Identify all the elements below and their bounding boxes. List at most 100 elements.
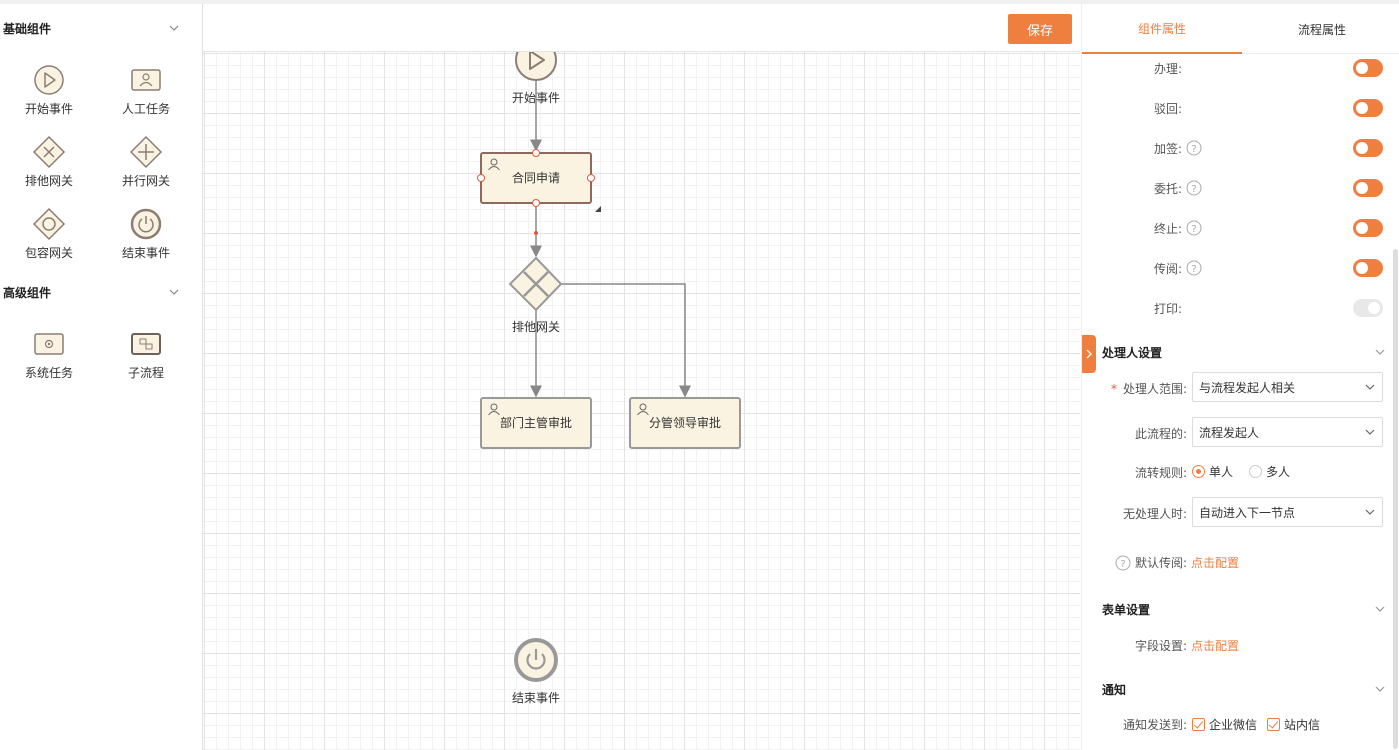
toggle-label: 终止: (1153, 221, 1182, 236)
palette-end-event[interactable]: 结束事件 (106, 206, 186, 261)
palette-label: 包容网关 (24, 246, 73, 260)
palette-label: 开始事件 (24, 102, 73, 116)
terminate-toggle[interactable] (1353, 219, 1383, 237)
circulate-toggle[interactable] (1353, 259, 1383, 277)
chevron-down-icon (169, 289, 179, 295)
checkbox-wecom[interactable]: 企业微信 (1192, 716, 1257, 733)
flow-waypoint (534, 231, 538, 235)
field-settings-config-link[interactable]: 点击配置 (1191, 639, 1240, 653)
form-settings-header[interactable]: 表单设置 (1102, 598, 1387, 620)
chevron-down-icon (1375, 686, 1385, 692)
of-flow-select[interactable]: 流程发起人 (1192, 417, 1383, 447)
start-event-icon (34, 65, 64, 95)
flow-rule-radios: 单人 多人 (1192, 463, 1290, 480)
system-task-icon (34, 333, 64, 355)
toggle-label-wrap: 终止: ? (1154, 220, 1202, 237)
property-tabs: 组件属性 流程属性 (1082, 4, 1399, 54)
toggle-label-wrap: 传阅: ? (1154, 260, 1202, 277)
palette-label: 并行网关 (121, 174, 170, 188)
no-handler-select[interactable]: 自动进入下一节点 (1192, 497, 1383, 527)
palette-start-event[interactable]: 开始事件 (9, 62, 89, 117)
toggle-label: 传阅: (1153, 261, 1182, 276)
palette-label: 人工任务 (121, 102, 170, 116)
group-title: 通知 (1102, 682, 1127, 697)
tab-component-properties[interactable]: 组件属性 (1082, 4, 1242, 54)
inclusive-gateway-icon (32, 207, 66, 241)
toggle-row-terminate: 终止: ? (1082, 216, 1383, 240)
user-icon (488, 403, 500, 416)
chevron-right-icon (1086, 349, 1092, 359)
user-task-icon (131, 69, 161, 91)
connect-handle-right[interactable] (587, 174, 595, 182)
of-flow-label: 此流程的: (1134, 427, 1187, 441)
connect-handle-top[interactable] (532, 149, 540, 157)
palette-inclusive-gateway[interactable]: 包容网关 (9, 206, 89, 261)
scope-label: *处理人范围: (1111, 380, 1187, 397)
palette-exclusive-gateway[interactable]: 排他网关 (9, 134, 89, 189)
end-event-label: 结束事件 (511, 691, 560, 705)
handler-settings-header[interactable]: 处理人设置 (1102, 341, 1387, 363)
svg-text:?: ? (1191, 264, 1196, 275)
svg-text:?: ? (1120, 559, 1125, 570)
reject-toggle[interactable] (1353, 99, 1383, 117)
print-toggle[interactable] (1353, 299, 1383, 317)
help-icon[interactable]: ? (1186, 180, 1202, 196)
bpmn-canvas[interactable]: 保存 开始事件 合同申请 排他网关 部门主管审批 分管领导审批 结束事件 (202, 4, 1080, 750)
radio-multi[interactable]: 多人 (1249, 463, 1290, 480)
palette-user-task[interactable]: 人工任务 (106, 62, 186, 117)
addsign-toggle[interactable] (1353, 139, 1383, 157)
parallel-gateway-icon (129, 135, 163, 169)
handler-scope-select[interactable]: 与流程发起人相关 (1192, 372, 1383, 402)
default-cc-config-link[interactable]: 点击配置 (1191, 556, 1240, 570)
flow-gateway-to-leader[interactable] (561, 283, 691, 398)
connect-handle-left[interactable] (477, 174, 485, 182)
help-icon[interactable]: ? (1115, 555, 1131, 571)
palette-label: 排他网关 (24, 174, 73, 188)
radio-dot (1249, 465, 1263, 478)
basic-components-title: 基础组件 (3, 21, 52, 36)
panel-scrollbar[interactable] (1393, 249, 1398, 749)
help-icon[interactable]: ? (1186, 140, 1202, 156)
no-handler-label: 无处理人时: (1122, 507, 1187, 521)
basic-components-header[interactable]: 基础组件 (3, 18, 181, 38)
panel-collapse-button[interactable] (1082, 335, 1096, 373)
palette-parallel-gateway[interactable]: 并行网关 (106, 134, 186, 189)
select-value: 流程发起人 (1199, 425, 1260, 440)
palette-subprocess[interactable]: 子流程 (106, 326, 186, 381)
help-icon[interactable]: ? (1186, 260, 1202, 276)
advanced-components-header[interactable]: 高级组件 (3, 282, 181, 302)
toggle-row-reject: 驳回: (1082, 96, 1383, 120)
notify-send-label: 通知发送到: (1122, 718, 1187, 732)
chevron-down-icon (1365, 509, 1375, 515)
toggle-label: 委托: (1153, 181, 1182, 196)
delegate-toggle[interactable] (1353, 179, 1383, 197)
help-icon[interactable]: ? (1186, 220, 1202, 236)
component-palette: 基础组件 开始事件 人工任务 排他网关 并行网关 包容网关 结束事件 高级组件 … (0, 4, 202, 750)
checkbox-label: 站内信 (1284, 718, 1321, 732)
checkbox-site-message[interactable]: 站内信 (1267, 716, 1320, 733)
handle-toggle[interactable] (1353, 59, 1383, 77)
task-dept-approval[interactable]: 部门主管审批 (480, 397, 592, 449)
radio-single[interactable]: 单人 (1192, 463, 1233, 480)
task-label: 合同申请 (511, 170, 560, 185)
label-text: 处理人范围: (1122, 382, 1187, 396)
save-button[interactable]: 保存 (1008, 14, 1072, 44)
connect-handle-bottom[interactable] (532, 199, 540, 207)
task-leader-approval[interactable]: 分管领导审批 (629, 397, 741, 449)
properties-panel: 组件属性 流程属性 办理: 驳回: 加签: ? 委托: ? 终止: ? 传阅: … (1081, 4, 1399, 750)
resize-handle[interactable] (595, 206, 601, 212)
palette-system-task[interactable]: 系统任务 (9, 326, 89, 381)
start-event-label: 开始事件 (511, 91, 560, 105)
task-contract-apply[interactable]: 合同申请 (480, 152, 592, 204)
exclusive-gateway[interactable] (508, 256, 563, 312)
toggle-label: 加签: (1153, 141, 1182, 156)
toggle-label: 打印: (1153, 301, 1182, 316)
radio-dot (1192, 465, 1205, 478)
toggle-label-wrap: 委托: ? (1154, 180, 1202, 197)
radio-label: 多人 (1266, 465, 1291, 479)
end-event[interactable] (514, 638, 558, 682)
flow-connections (508, 39, 691, 682)
notify-channels: 企业微信 站内信 (1192, 716, 1320, 733)
notify-header[interactable]: 通知 (1102, 678, 1387, 700)
tab-process-properties[interactable]: 流程属性 (1297, 22, 1346, 37)
